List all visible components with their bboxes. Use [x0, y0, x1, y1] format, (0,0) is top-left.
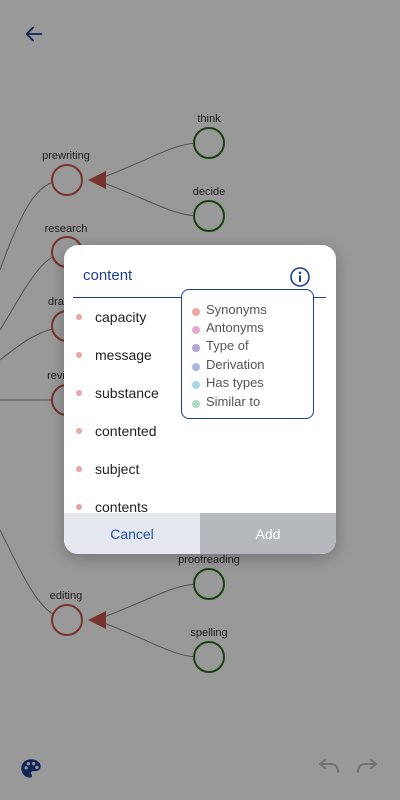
relation-legend: Synonyms Antonyms Type of Derivation Has… [181, 289, 314, 419]
undo-icon [319, 759, 339, 773]
dialog-footer: Cancel Add [64, 513, 336, 554]
add-button[interactable]: Add [200, 513, 336, 554]
synonym-dot [76, 314, 82, 320]
redo-icon [357, 759, 377, 773]
synonym-dot [76, 466, 82, 472]
legend-dot [192, 326, 200, 334]
palette-icon [21, 759, 41, 778]
legend-label: Type of [206, 338, 249, 353]
node-spelling[interactable] [193, 641, 225, 673]
node-decide[interactable] [193, 200, 225, 232]
info-button[interactable] [289, 266, 311, 288]
node-label: spelling [190, 627, 227, 639]
info-icon [290, 267, 310, 287]
palette-button[interactable] [18, 756, 46, 784]
legend-dot [192, 381, 200, 389]
node-prewriting[interactable] [51, 164, 83, 196]
redo-button[interactable] [354, 758, 382, 782]
list-item-label: contented [95, 423, 157, 439]
arrow-left-icon [25, 26, 43, 42]
legend-dot [192, 344, 200, 352]
arrow-head [88, 171, 106, 189]
node-label: proofreading [178, 554, 240, 566]
legend-dot [192, 363, 200, 371]
list-item[interactable]: message [64, 337, 336, 375]
legend-label: Derivation [206, 357, 265, 372]
legend-label: Similar to [206, 394, 261, 409]
cancel-button[interactable]: Cancel [64, 513, 200, 554]
word-relations-dialog: content capacity message substance conte… [64, 245, 336, 554]
legend-label: Synonyms [206, 302, 267, 317]
synonym-dot [76, 428, 82, 434]
back-button[interactable] [20, 20, 48, 48]
legend-label: Has types [206, 375, 264, 390]
node-label: think [197, 113, 221, 125]
synonym-dot [76, 352, 82, 358]
node-label: editing [50, 590, 82, 602]
list-item-label: contents [95, 499, 148, 513]
node-label: revi [47, 370, 65, 382]
node-label: decide [193, 186, 225, 198]
related-words-list: capacity message substance contented sub… [64, 299, 336, 513]
undo-button[interactable] [316, 758, 344, 782]
list-item[interactable]: subject [64, 451, 336, 489]
legend-dot [192, 400, 200, 408]
arrow-head [88, 611, 106, 629]
list-item[interactable]: contented [64, 413, 336, 451]
list-item-label: capacity [95, 309, 147, 325]
node-proofreading[interactable] [193, 568, 225, 600]
node-label: prewriting [42, 150, 90, 162]
node-label: dra [48, 296, 65, 308]
synonym-dot [76, 390, 82, 396]
synonym-dot [76, 504, 82, 510]
dialog-header: content [64, 245, 336, 299]
list-item-label: subject [95, 461, 140, 477]
list-item-label: message [95, 347, 152, 363]
node-label: research [45, 223, 88, 235]
legend-dot [192, 308, 200, 316]
list-item[interactable]: contents [64, 489, 336, 513]
list-item[interactable]: capacity [64, 299, 336, 337]
node-think[interactable] [193, 127, 225, 159]
dialog-title: content [83, 267, 133, 284]
list-item[interactable]: substance [64, 375, 336, 413]
list-item-label: substance [95, 385, 159, 401]
node-editing[interactable] [51, 604, 83, 636]
legend-label: Antonyms [206, 320, 264, 335]
